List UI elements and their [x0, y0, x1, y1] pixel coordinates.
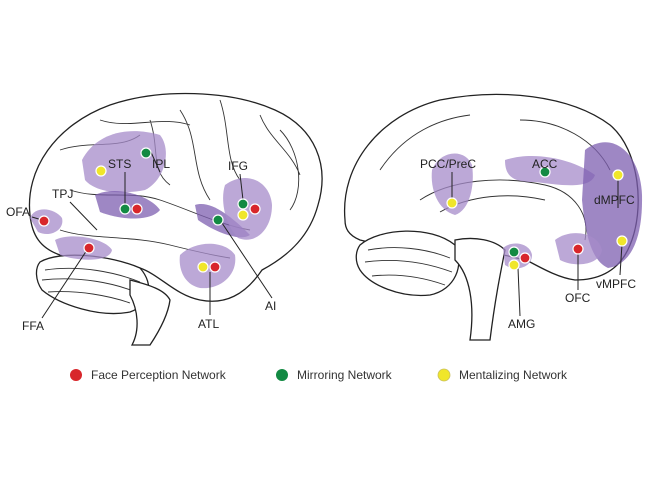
label-sts: STS	[108, 157, 131, 171]
region-labels: STS IPL IFG TPJ OFA FFA ATL AI PCC/PreC …	[6, 157, 636, 333]
dot-tpj-mentalizing	[95, 165, 107, 177]
medial-cerebellum	[355, 230, 460, 297]
dot-atl-face	[209, 261, 221, 273]
dot-sts-mirroring	[119, 203, 131, 215]
dot-amg-mentalizing	[508, 259, 520, 271]
legend-mentalizing-label: Mentalizing Network	[459, 368, 568, 382]
label-acc: ACC	[532, 157, 558, 171]
dot-acc-mirroring	[539, 166, 551, 178]
label-ffa: FFA	[22, 319, 44, 333]
medial-brainstem	[454, 237, 506, 341]
region-tpj-ipl	[82, 131, 166, 193]
legend-mirroring-dot	[276, 369, 288, 381]
label-ifg: IFG	[228, 159, 248, 173]
dot-atl-mentalizing	[197, 261, 209, 273]
region-dmpfc	[582, 142, 643, 268]
dot-ofa-face	[38, 215, 50, 227]
dot-ifg-mentalizing	[237, 209, 249, 221]
label-atl: ATL	[198, 317, 219, 331]
label-pcc-prec: PCC/PreC	[420, 157, 476, 171]
label-ai: AI	[265, 299, 276, 313]
label-ofc: OFC	[565, 291, 591, 305]
medial-brain	[343, 93, 643, 341]
legend-mentalizing-dot	[437, 368, 451, 382]
legend-face-label: Face Perception Network	[91, 368, 227, 382]
dot-ipl-mirroring	[140, 147, 152, 159]
dot-ifg-face	[249, 203, 261, 215]
label-dmpfc: dMPFC	[594, 193, 635, 207]
region-ifg	[223, 177, 272, 240]
legend-face-dot	[70, 369, 82, 381]
label-tpj: TPJ	[52, 187, 73, 201]
label-amg: AMG	[508, 317, 535, 331]
dot-ffa-face	[83, 242, 95, 254]
brainstem	[129, 279, 171, 346]
legend-mirroring-label: Mirroring Network	[297, 368, 393, 382]
label-ipl: IPL	[152, 157, 170, 171]
dot-ifg-mirroring	[237, 198, 249, 210]
label-ofa: OFA	[6, 205, 30, 219]
dot-vmpfc-mentalizing	[616, 235, 628, 247]
label-vmpfc: vMPFC	[596, 277, 636, 291]
dot-amg-face	[519, 252, 531, 264]
dot-ofc-face	[572, 243, 584, 255]
legend: Face Perception Network Mirroring Networ…	[70, 368, 568, 382]
network-dots	[38, 147, 628, 273]
dot-ai-mirroring	[212, 214, 224, 226]
lateral-brain	[28, 92, 323, 346]
leader-lines	[31, 149, 623, 319]
dot-pcc-mentalizing	[446, 197, 458, 209]
dot-sts-face	[131, 203, 143, 215]
dot-dmpfc-mentalizing	[612, 169, 624, 181]
dot-amg-mirroring	[508, 246, 520, 258]
